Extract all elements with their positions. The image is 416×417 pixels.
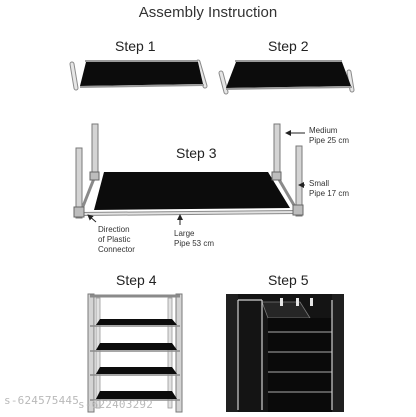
- step-4-label: Step 4: [116, 272, 157, 288]
- watermark-1: s-624575445: [4, 394, 80, 407]
- step-3-fabric: [94, 172, 290, 210]
- step-1-frame: [69, 59, 208, 91]
- step-5-cabinet: [226, 294, 344, 412]
- step-3-frame: [73, 123, 305, 225]
- medium-pipe-note: Medium Pipe 25 cm: [309, 126, 350, 145]
- watermark-2: s-622403292: [78, 398, 154, 411]
- step-5-label: Step 5: [268, 272, 309, 288]
- page-title: Assembly Instruction: [138, 4, 278, 21]
- step-1-fabric: [80, 62, 203, 86]
- step-2-fabric: [226, 62, 351, 88]
- connector-note: Direction of Plastic Connector: [98, 225, 135, 254]
- step-2-label: Step 2: [268, 38, 309, 54]
- large-pipe-note: Large Pipe 53 cm: [174, 229, 215, 248]
- small-pipe-note: Small Pipe 17 cm: [309, 179, 350, 198]
- step-4-rack: [87, 293, 183, 413]
- step-3-label: Step 3: [176, 145, 217, 161]
- step-2-frame: [218, 60, 355, 95]
- step-1-label: Step 1: [115, 38, 156, 54]
